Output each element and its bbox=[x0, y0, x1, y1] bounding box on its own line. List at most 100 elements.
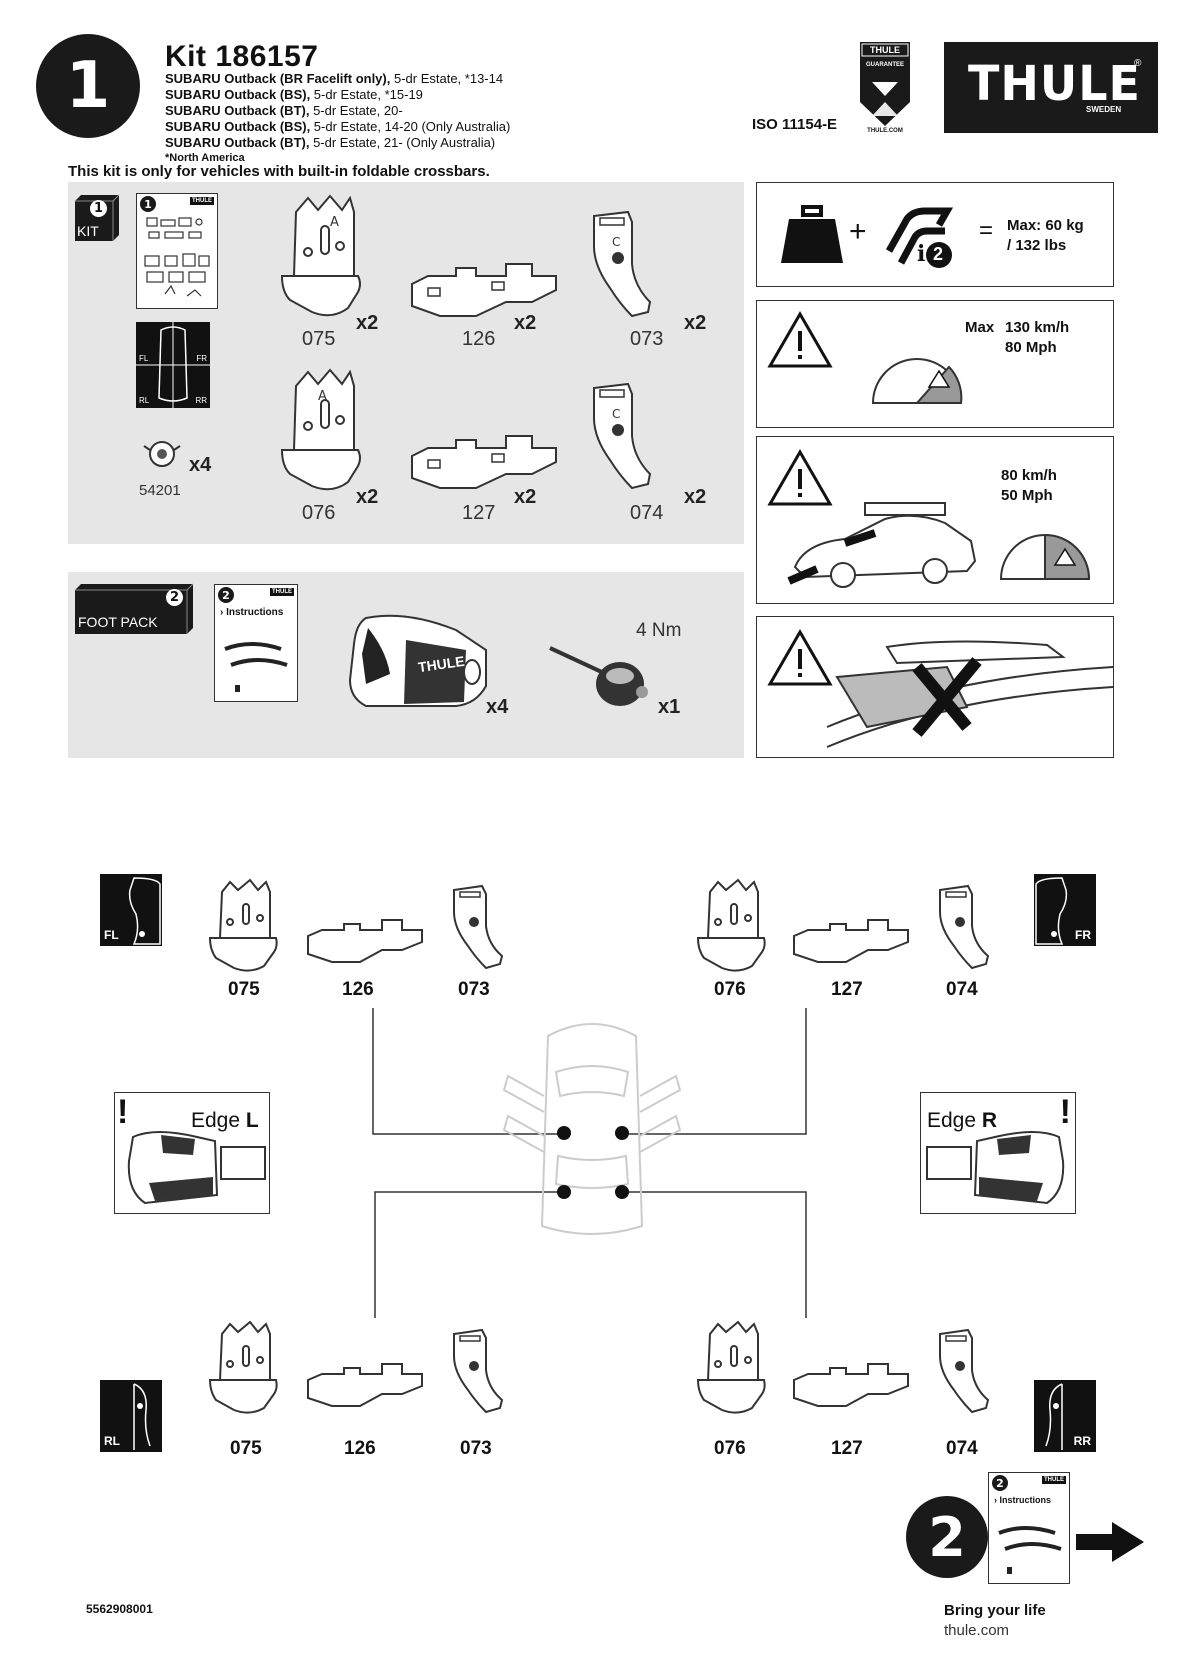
part-code: 076 bbox=[714, 979, 746, 1000]
next-arrow-icon[interactable] bbox=[1074, 1520, 1146, 1564]
part-code: 127 bbox=[462, 502, 496, 524]
part-code: 126 bbox=[462, 328, 496, 350]
crossbars-icon bbox=[998, 1526, 1062, 1574]
booklet-brand: THULE bbox=[190, 197, 214, 205]
step-number: 1 bbox=[65, 49, 111, 123]
vehicle-list: SUBARU Outback (BR Facelift only), 5-dr … bbox=[165, 71, 510, 165]
info-number: 2 bbox=[933, 244, 944, 264]
max-load: Max: 60 kg bbox=[1007, 217, 1084, 234]
roof-rail-prohibited-icon bbox=[826, 640, 1114, 748]
next-step-number: 2 bbox=[928, 1505, 966, 1569]
part-code: 075 bbox=[228, 979, 260, 1000]
part-code: 127 bbox=[831, 979, 863, 1000]
part-qty: x2 bbox=[356, 486, 379, 508]
pad-076-icon: A bbox=[280, 368, 361, 491]
position-tag-fl: FL bbox=[100, 874, 162, 946]
clamp-icon bbox=[453, 884, 504, 970]
screw-code: 54201 bbox=[139, 482, 181, 499]
foot-pack-badge: 2 FOOT PACK bbox=[73, 582, 194, 636]
booklet-text: › Instructions bbox=[220, 607, 284, 618]
position-tag-rl: RL bbox=[100, 1380, 162, 1452]
speedometer-icon bbox=[999, 533, 1091, 580]
car-label-rl: RL bbox=[139, 396, 150, 405]
edge-right-box: ! Edge R bbox=[920, 1092, 1076, 1214]
kit-notice: This kit is only for vehicles with built… bbox=[68, 163, 490, 180]
adapter-icon bbox=[307, 1363, 423, 1407]
next-step-booklet[interactable]: 2 THULE › Instructions bbox=[988, 1472, 1070, 1584]
step-1-circle: 1 bbox=[36, 34, 140, 138]
part-code: 073 bbox=[460, 1438, 492, 1459]
loaded-mph: 50 Mph bbox=[1001, 487, 1053, 504]
speedometer-icon bbox=[871, 358, 963, 404]
adapter-icon bbox=[793, 1363, 909, 1407]
edge-foot-left-icon bbox=[127, 1131, 266, 1205]
part-qty: x2 bbox=[356, 312, 379, 334]
part-code: 074 bbox=[946, 1438, 978, 1459]
svg-text:C: C bbox=[612, 235, 620, 249]
booklet-number-circle: 1 bbox=[140, 196, 156, 212]
edge-foot-right-icon bbox=[926, 1131, 1065, 1205]
car-label-fl: FL bbox=[139, 354, 149, 363]
edge-left-exclaim: ! bbox=[117, 1093, 129, 1131]
part-qty: x2 bbox=[684, 486, 707, 508]
part-code: 074 bbox=[946, 979, 978, 1000]
booklet-text: › Instructions bbox=[994, 1495, 1052, 1505]
foot-badge-label: FOOT PACK bbox=[78, 614, 158, 630]
foot-instruction-booklet: 2 THULE › Instructions bbox=[214, 584, 298, 702]
part-code: 076 bbox=[714, 1438, 746, 1459]
crossbars-icon bbox=[224, 642, 288, 692]
part-code: 075 bbox=[230, 1438, 262, 1459]
vehicle-line: SUBARU Outback (BR Facelift only), 5-dr … bbox=[165, 71, 504, 86]
logo-text: THULE bbox=[968, 54, 1141, 112]
part-code: 076 bbox=[302, 502, 336, 524]
guarantee-url: THULE.COM bbox=[867, 128, 903, 134]
car-top-view-icon bbox=[136, 322, 210, 408]
kit-badge: 1 KIT bbox=[73, 193, 120, 243]
vehicle-line: SUBARU Outback (BS), 5-dr Estate, *15-19 bbox=[165, 87, 423, 102]
next-step-circle[interactable]: 2 bbox=[906, 1496, 988, 1578]
booklet-brand: THULE bbox=[270, 588, 294, 596]
part-code: 126 bbox=[344, 1438, 376, 1459]
part-number: 5562908001 bbox=[86, 1602, 153, 1616]
kit-badge-number-circle: 1 bbox=[90, 200, 107, 217]
clamp-icon bbox=[939, 1328, 990, 1414]
crossbar-info-icon bbox=[885, 207, 954, 268]
adapter-126-icon bbox=[411, 263, 557, 317]
clamp-icon bbox=[453, 1328, 504, 1414]
vehicle-line: SUBARU Outback (BS), 5-dr Estate, 14-20 … bbox=[165, 119, 511, 134]
kit-title: Kit 186157 bbox=[165, 40, 319, 73]
clamp-073-icon: C bbox=[593, 210, 652, 318]
guarantee-brand: THULE bbox=[870, 45, 900, 55]
part-qty: x2 bbox=[514, 312, 537, 334]
info-i: i bbox=[917, 241, 926, 267]
foot-qty: x4 bbox=[486, 696, 509, 718]
footnote: *North America bbox=[165, 152, 245, 164]
edge-left-label: Edge L bbox=[191, 1109, 259, 1132]
car-position-map: FL FR RL RR bbox=[136, 322, 210, 408]
pad-icon bbox=[696, 878, 766, 972]
car-top-view-icon bbox=[502, 1023, 682, 1235]
thule-logo: THULE SWEDEN ® bbox=[944, 42, 1158, 133]
guarantee-label: GUARANTEE bbox=[865, 62, 904, 68]
loaded-kmh: 80 km/h bbox=[1001, 467, 1057, 484]
booklet-number-circle: 2 bbox=[218, 587, 234, 603]
car-label-rr: RR bbox=[195, 396, 207, 405]
car-label-fr: FR bbox=[196, 354, 207, 363]
weight-icon bbox=[781, 205, 843, 263]
guarantee-badge: THULE GUARANTEE THULE.COM bbox=[858, 40, 912, 138]
screw-qty: x4 bbox=[189, 454, 212, 476]
edge-right-exclaim: ! bbox=[1059, 1093, 1071, 1131]
adapter-127-icon bbox=[411, 435, 557, 489]
equals-sign: = bbox=[979, 217, 994, 244]
speed-prefix: Max bbox=[965, 319, 995, 336]
speed-kmh: 130 km/h bbox=[1005, 319, 1070, 336]
adapter-icon bbox=[307, 919, 423, 963]
pad-075-icon: A bbox=[280, 194, 361, 317]
booklet-sketches-icon bbox=[144, 217, 210, 297]
warning-triangle-icon bbox=[767, 310, 833, 368]
iso-label: ISO 11154-E bbox=[752, 116, 838, 133]
website-link[interactable]: thule.com bbox=[944, 1622, 1010, 1639]
svg-text:A: A bbox=[330, 215, 339, 230]
torque-value: 4 Nm bbox=[636, 620, 682, 641]
